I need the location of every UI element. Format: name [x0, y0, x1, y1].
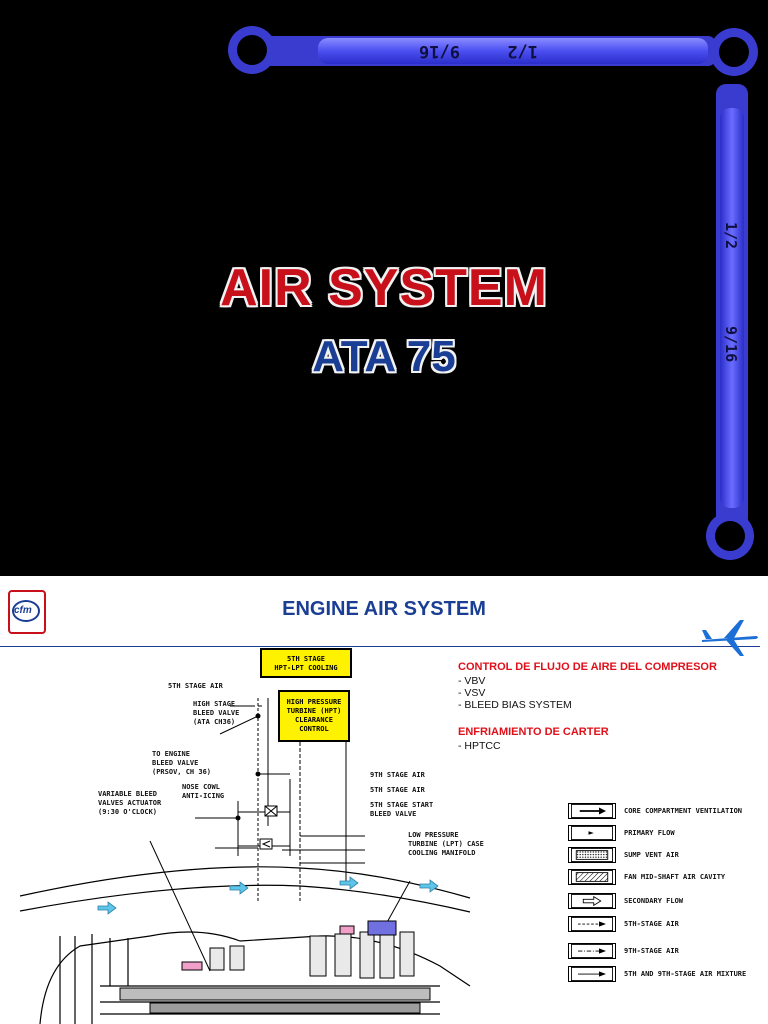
hpt-lpt-cooling-box: 5TH STAGE HPT-LPT COOLING — [260, 648, 352, 678]
airplane-icon — [702, 620, 758, 656]
label-vbv-actuator: VARIABLE BLEED VALVES ACTUATOR (9:30 O'C… — [98, 790, 162, 816]
cooling-item: - HPTCC — [458, 740, 501, 752]
title-slide: 9/16 1/2 1/2 9/16 AIR SYSTEM ATA 75 — [0, 0, 768, 576]
label-nose-cowl-anti-icing: NOSE COWL ANTI-ICING — [182, 783, 225, 800]
hpt-clearance-control-box: HIGH PRESSURE TURBINE (HPT) CLEARANCE CO… — [278, 690, 350, 742]
label-high-stage-bleed-valve: HIGH STAGE BLEED VALVE (ATA CH36) — [193, 700, 240, 726]
label-lpt-cooling-manifold: LOW PRESSURE TURBINE (LPT) CASE COOLING … — [408, 831, 484, 857]
hollow-arrow-icon — [568, 893, 616, 909]
label-to-engine-bleed-valve: TO ENGINE BLEED VALVE (PRSOV, CH 36) — [152, 750, 212, 776]
cooling-heading: ENFRIAMIENTO DE CARTER — [458, 726, 609, 738]
label-9th-stage-air: 9TH STAGE AIR — [370, 771, 425, 779]
control-heading: CONTROL DE FLUJO DE AIRE DEL COMPRESOR — [458, 661, 717, 673]
wrench-mark: 1/2 — [722, 222, 740, 249]
slide-subtitle: ATA 75 — [312, 332, 456, 381]
slide-title: AIR SYSTEM — [220, 259, 548, 317]
dotted-fill-icon — [568, 847, 616, 863]
divider — [0, 646, 760, 647]
wrench-mark: 9/16 — [419, 41, 460, 61]
dash-dot-arrow-icon — [568, 943, 616, 959]
label-5th-stage-air-2: 5TH STAGE AIR — [370, 786, 425, 794]
cfm-logo: cfm — [8, 590, 46, 634]
control-item: - VBV — [458, 675, 486, 687]
engine-air-system-slide: cfm ENGINE AIR SYSTEM — [0, 576, 768, 1024]
solid-arrow-icon — [568, 966, 616, 982]
label-5th-stage-start-bleed: 5TH STAGE START BLEED VALVE — [370, 801, 434, 818]
wrench-mark: 9/16 — [722, 326, 740, 362]
hatched-fill-icon — [568, 869, 616, 885]
bold-arrow-icon — [568, 803, 616, 819]
wrench-mark: 1/2 — [507, 41, 538, 61]
slide-title: ENGINE AIR SYSTEM — [282, 598, 486, 620]
label-5th-stage-air: 5TH STAGE AIR — [168, 682, 223, 690]
wrench-graphic: 9/16 1/2 1/2 9/16 — [228, 26, 758, 560]
dashed-arrow-icon — [568, 916, 616, 932]
control-item: - BLEED BIAS SYSTEM — [458, 699, 572, 711]
engine-schematic — [19, 698, 471, 1024]
small-arrow-icon — [568, 825, 616, 841]
control-item: - VSV — [458, 687, 486, 699]
